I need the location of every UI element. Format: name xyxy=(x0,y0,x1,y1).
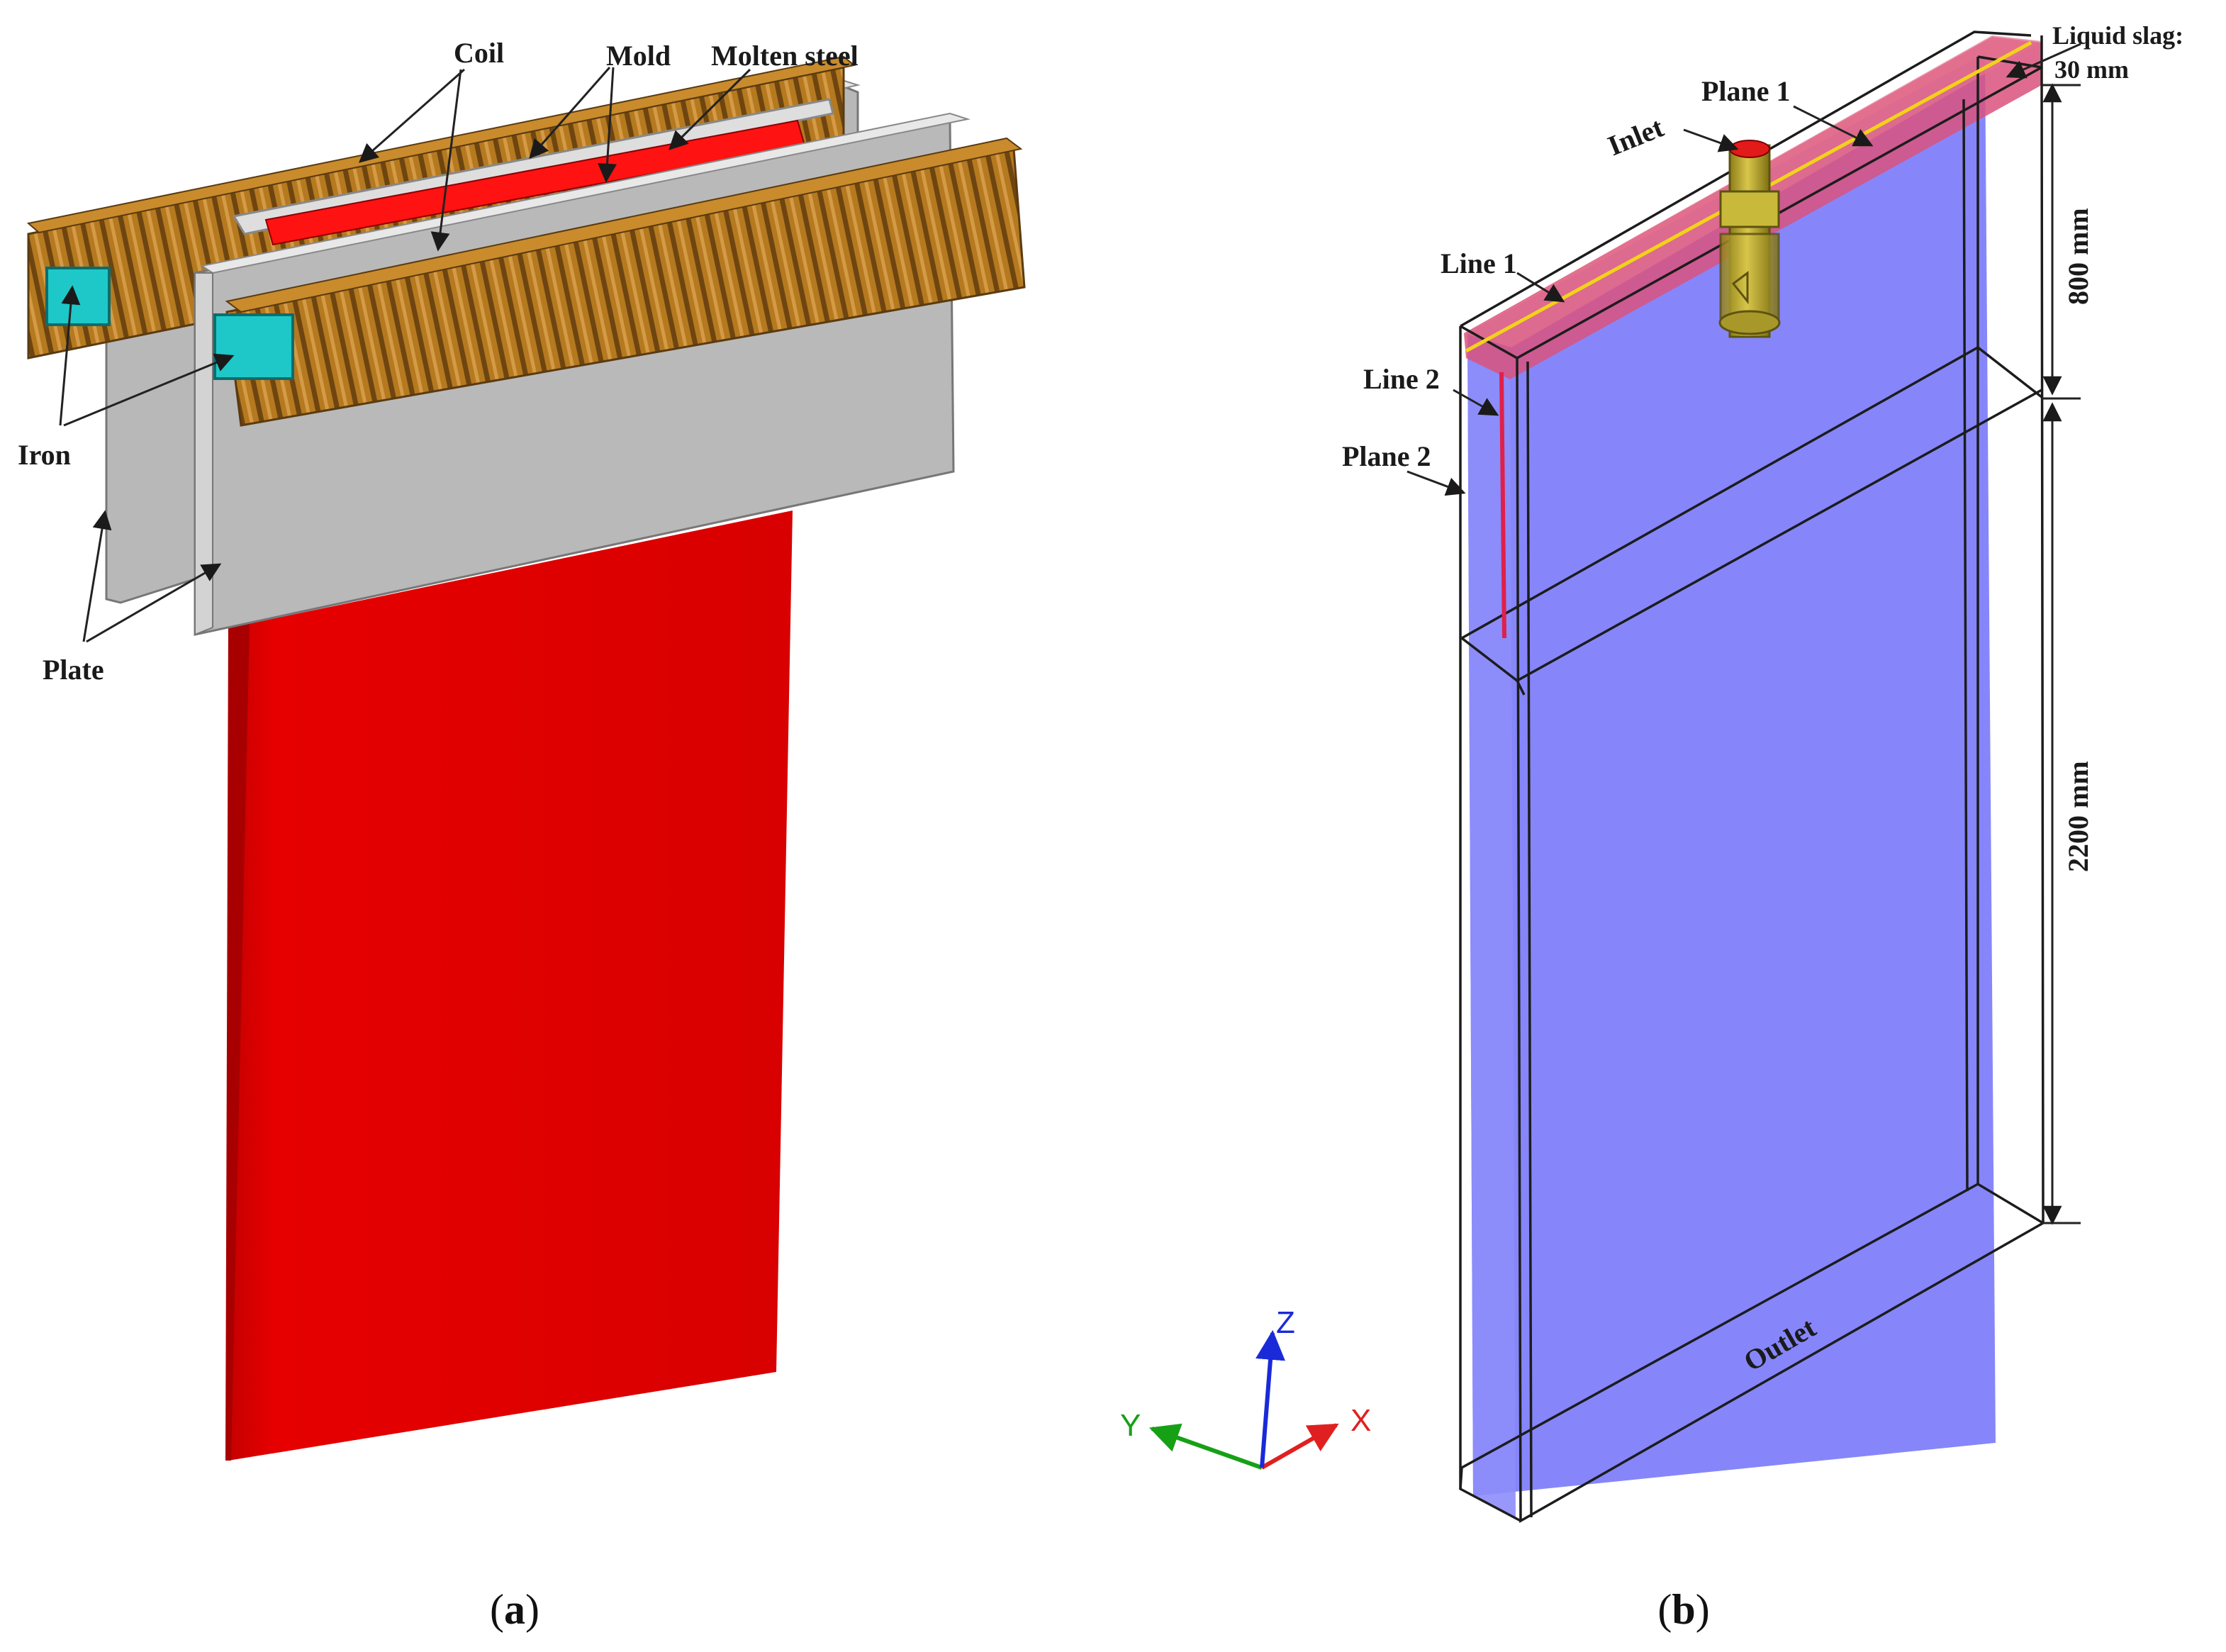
z-axis-arrow xyxy=(1255,1329,1285,1468)
plate-leader-1 xyxy=(82,510,112,642)
iron-label: Iron xyxy=(18,439,71,471)
plane-2-leader xyxy=(1406,470,1466,496)
mold-label: Mold xyxy=(606,40,671,72)
steel-strand-side xyxy=(225,624,250,1461)
x-axis-label: X xyxy=(1350,1403,1371,1438)
fluid-domain-front xyxy=(1467,53,1996,1496)
panel-a-mold-assembly: Coil Mold Molten steel Iron Plate (a) xyxy=(18,37,1026,1633)
inlet-label: Inlet xyxy=(1604,111,1669,162)
plate-leader-2 xyxy=(86,563,222,643)
y-axis-arrow xyxy=(1149,1423,1263,1470)
line-2-leader xyxy=(1453,389,1499,416)
coil-label: Coil xyxy=(454,37,504,69)
front-plate-top xyxy=(200,112,971,274)
inlet-leader xyxy=(1683,128,1739,152)
fluid-domain-side xyxy=(1467,333,1516,1517)
y-axis-label: Y xyxy=(1120,1408,1141,1443)
plane-1-leader xyxy=(1793,105,1874,147)
z-axis-label: Z xyxy=(1276,1305,1295,1340)
caption-a: (a) xyxy=(490,1586,539,1633)
molten-steel-label: Molten steel xyxy=(711,40,858,72)
mold-leader-1 xyxy=(529,67,611,160)
dim-2200-label: 2200 mm xyxy=(2062,761,2094,872)
plate-label: Plate xyxy=(43,654,104,686)
front-coil xyxy=(213,137,1026,427)
line-1-label: Line 1 xyxy=(1441,247,1517,279)
plane-1-label: Plane 1 xyxy=(1701,75,1791,107)
coil-leader-2 xyxy=(430,69,462,252)
domain-wireframe xyxy=(1459,30,2045,1524)
front-plate-side xyxy=(194,272,213,636)
liquid-slag-label-2: 30 mm xyxy=(2054,55,2129,84)
line-1-leader xyxy=(1516,272,1565,303)
axis-triad: X Y Z xyxy=(1120,1305,1371,1470)
caption-b: (b) xyxy=(1657,1586,1709,1633)
dim-800-label: 800 mm xyxy=(2062,208,2094,305)
coil-leader-1 xyxy=(358,68,465,163)
line-2 xyxy=(1499,372,1506,639)
liquid-slag-label-1: Liquid slag: xyxy=(2052,21,2183,50)
panel-b-computational-domain: Liquid slag: 30 mm Plane 1 Inlet Line 1 … xyxy=(1120,21,2183,1633)
iron-core-front xyxy=(213,313,294,380)
dimension-lines xyxy=(2042,83,2081,1225)
mold-leader-2 xyxy=(598,67,617,183)
submerged-entry-nozzle xyxy=(1718,140,1781,338)
iron-core-back xyxy=(45,267,111,326)
iron-leader-1 xyxy=(59,285,81,426)
liquid-slag-leader xyxy=(2006,43,2081,79)
molten-steel-leader xyxy=(669,68,751,150)
plane-2-label: Plane 2 xyxy=(1342,440,1431,472)
x-axis-arrow xyxy=(1260,1423,1339,1470)
steel-strand xyxy=(228,510,793,1461)
iron-leader-2 xyxy=(63,353,235,427)
line-2-label: Line 2 xyxy=(1363,363,1440,395)
